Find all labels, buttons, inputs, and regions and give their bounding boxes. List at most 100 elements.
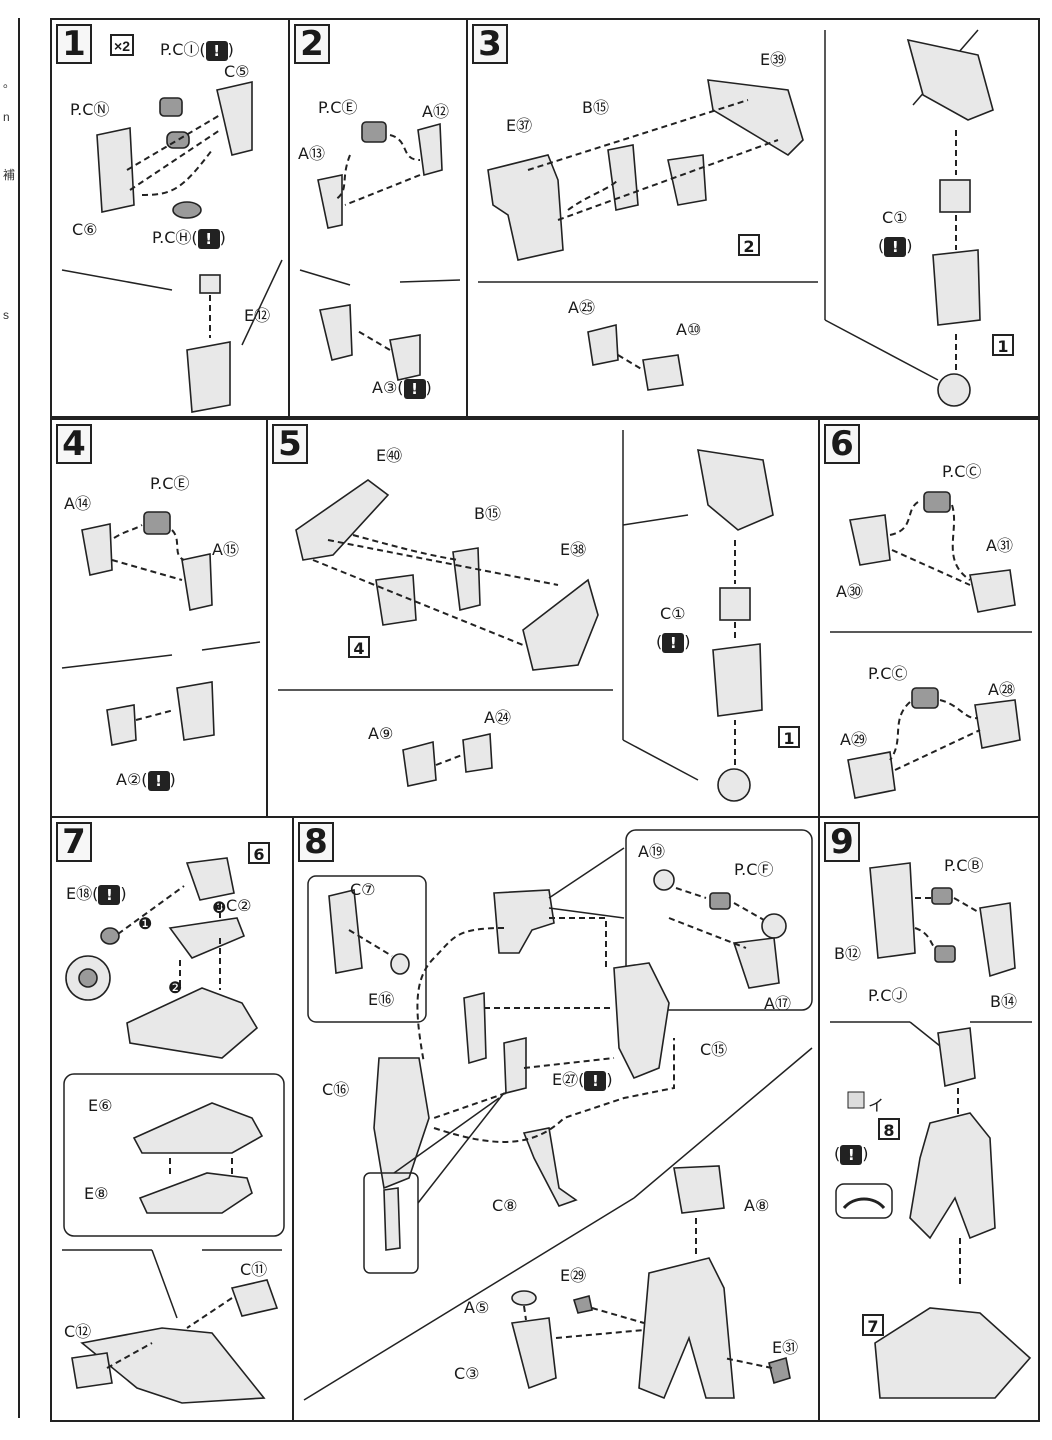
step-8-panel: 8 [292,816,820,1422]
label-b14: B⑭ [990,992,1017,1011]
label-e37: E㊲ [506,116,533,135]
label-c8: C⑧ [492,1196,518,1215]
label-c7: C⑦ [350,880,376,899]
label-e40: E㊵ [376,446,403,465]
label-e18: E⑱(!) [66,884,127,905]
step-number: 4 [56,424,92,464]
label-a15: A⑮ [212,540,239,559]
warning-icon: ! [840,1144,863,1165]
warning-icon: ! [98,884,121,905]
label-a17: A⑰ [764,994,791,1013]
step-1-diagram [61,80,283,413]
ref-step-1: 1 [778,726,800,748]
label-pc-e: P.CⒺ [318,98,358,117]
step-3-panel: 3 E㊴ B⑮ E㊲ 2 A㉕ A⑩ [466,18,1040,418]
label-e29: E㉙ [560,1266,587,1285]
label-a13: A⑬ [298,144,325,163]
sticker-label: イ [868,1096,885,1115]
ref-step-8: 8 [878,1118,900,1140]
warning-callout: (!) [878,236,913,257]
label-b12: B⑫ [834,944,861,963]
ref-step-4: 4 [348,636,370,658]
left-margin-strip: 。 n 補 s [0,18,20,1418]
label-b15: B⑮ [474,504,501,523]
step-2-diagram [299,121,461,381]
label-e16: E⑯ [368,990,395,1009]
label-e31: E㉛ [772,1338,799,1357]
label-c15: C⑮ [700,1040,728,1059]
label-c1: C① [882,208,908,227]
label-e27: E㉗(!) [552,1070,613,1091]
order-step-2: ❷ [168,978,183,997]
step-2-panel: 2 P.CⒺ A⑫ A⑬ A③(!) [288,18,468,418]
label-pc-b: P.CⒷ [944,856,984,875]
ref-step-6: 6 [248,842,270,864]
label-e39: E㊴ [760,50,787,69]
label-c3: C③ [454,1364,480,1383]
label-a24: A㉔ [484,708,511,727]
step-5-panel: 5 E㊵ B⑮ E㊳ 4 A⑨ A㉔ [266,418,820,818]
step-7-panel: 7 E⑱(!) 6 C② [50,816,294,1422]
step-number: 3 [472,24,508,64]
step-number: 1 [56,24,92,64]
label-e8: E⑧ [84,1184,109,1203]
step-number: 7 [56,822,92,862]
ref-step-2: 2 [738,234,760,256]
label-a9: A⑨ [368,724,394,743]
step-number: 2 [294,24,330,64]
label-a28: A㉘ [988,680,1015,699]
step-3-diagram [478,29,994,407]
step-9-diagram [830,862,1032,1399]
margin-fragment: s [3,308,9,322]
label-a30: A㉚ [836,582,863,601]
step-number: 9 [824,822,860,862]
step-9-panel: 9 P.CⒷ B⑫ B⑭ P.CⒿ 8 イ (!) 7 [818,816,1040,1422]
step-4-diagram [61,511,261,746]
step-number: 5 [272,424,308,464]
warning-icon: ! [884,236,907,257]
label-e38: E㊳ [560,540,587,559]
label-pc-f: P.CⒻ [734,860,774,879]
step-4-panel: 4 P.CⒺ A⑭ A⑮ A②(!) [50,418,268,818]
warning-icon: ! [403,378,426,399]
label-pc-i: P.CⒾ(!) [160,40,234,61]
label-e12: E⑫ [244,306,271,325]
label-a19: A⑲ [638,842,665,861]
step-number: 8 [298,822,334,862]
label-pc-c: P.CⒸ [868,664,908,683]
label-c2: C② [226,896,252,915]
warning-icon: ! [205,40,228,61]
label-a29: A㉙ [840,730,867,749]
quantity-badge: ×2 [110,34,134,56]
step-8-diagram [303,829,813,1401]
warning-callout: (!) [656,632,691,653]
step-5-diagram [278,430,774,802]
margin-fragment: n [3,110,10,124]
warning-icon: ! [662,632,685,653]
label-pc-c: P.CⒸ [942,462,982,481]
label-a10: A⑩ [676,320,702,339]
label-c16: C⑯ [322,1080,350,1099]
label-a2: A②(!) [116,770,176,791]
label-c12: C⑫ [64,1322,92,1341]
ref-step-1: 1 [992,334,1014,356]
order-step-1: ❶ [138,914,153,933]
label-c6: C⑥ [72,220,98,239]
label-pc-h: P.CⒽ(!) [152,228,226,249]
warning-icon: ! [584,1070,607,1091]
margin-fragment: 補 [3,168,16,182]
margin-fragment: 。 [3,76,16,90]
step-6-diagram [830,491,1032,799]
label-c1: C① [660,604,686,623]
label-pc-j: P.CⒿ [868,986,908,1005]
label-b15: B⑮ [582,98,609,117]
label-a12: A⑫ [422,102,449,121]
step-1-panel: 1 ×2 P.CⒾ(!) C⑤ P.CⓃ C⑥ P.CⒽ(!) E⑫ [50,18,290,418]
warning-icon: ! [147,770,170,791]
warning-callout: (!) [834,1144,869,1165]
label-e6: E⑥ [88,1096,113,1115]
label-c5: C⑤ [224,62,250,81]
label-c11: C⑪ [240,1260,268,1279]
label-a14: A⑭ [64,494,91,513]
